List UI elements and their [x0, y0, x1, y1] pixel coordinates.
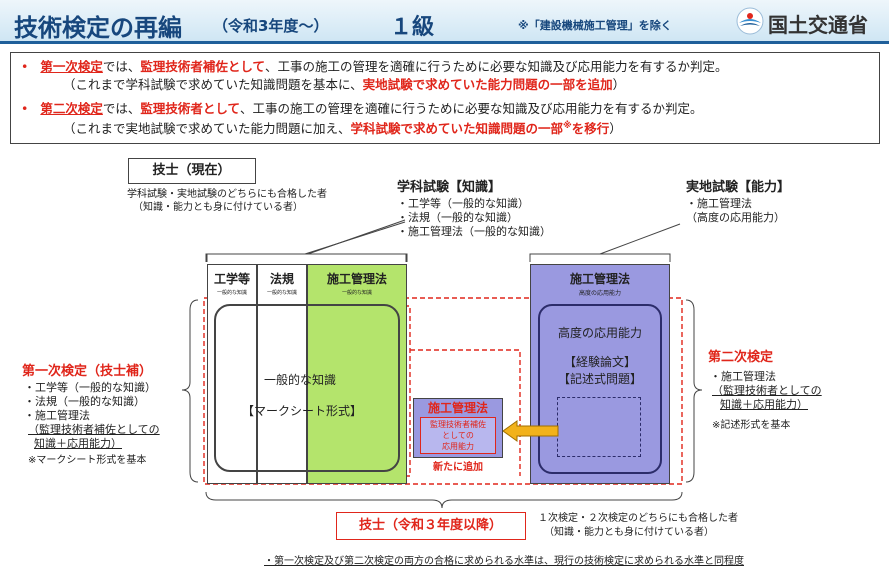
ministry-name: 国土交通省 — [768, 13, 868, 37]
ability-format-1: 【経験論文】 — [563, 355, 636, 369]
current-tech-label: 技士（現在） — [152, 163, 231, 178]
first-exam-item: ・施工管理法 — [24, 409, 90, 422]
new-sekou-inner: 監理技術者補佐 としての 応用能力 — [420, 417, 496, 454]
future-tech-desc-1: １次検定・２次検定のどちらにも合格した者 — [538, 513, 738, 524]
page-subtitle: （令和3年度～） — [213, 17, 329, 35]
current-tech-desc-2: （知識・能力とも身に付けている者） — [133, 202, 303, 213]
jicchi-item: ・施工管理法 — [686, 197, 752, 210]
second-exam-detail: （監理技術者としての — [712, 384, 822, 397]
gakka-title: 学科試験【知識】 — [397, 180, 502, 195]
gakka-item: ・法規（一般的な知識） — [397, 211, 518, 224]
newly-added-label: 新たに追加 — [433, 462, 483, 473]
ability-format-2: 【記述式問題】 — [557, 372, 642, 386]
jicchi-title: 実地試験【能力】 — [686, 180, 791, 195]
first-exam-item: ・法規（一般的な知識） — [24, 395, 145, 408]
second-exam-title: 第二次検定 — [708, 350, 774, 365]
bullet: • — [21, 59, 29, 74]
summary-line-4: （これまで実地試験で求めていた能力問題に加え、学科試験で求めていた知識問題の一部… — [63, 121, 622, 137]
second-exam-item: ・施工管理法 — [710, 370, 776, 383]
current-tech-box: 技士（現在） — [128, 158, 256, 184]
ability-panel — [538, 304, 662, 474]
second-exam-detail: 知識＋応用能力） — [720, 398, 808, 411]
future-tech-box: 技士（令和３年度以降） — [336, 512, 526, 540]
footnote: ・第一次検定及び第二次検定の両方の合格に求められる水準は、現行の技術検定に求めら… — [264, 556, 744, 567]
left-arrow-icon — [503, 420, 559, 442]
second-exam-note: ※記述形式を基本 — [712, 420, 791, 431]
new-sekou-box: 施工管理法 監理技術者補佐 としての 応用能力 — [413, 398, 503, 458]
new-sekou-title: 施工管理法 — [427, 401, 488, 415]
bullet: • — [21, 101, 29, 116]
knowledge-label: 一般的な知識 — [264, 373, 337, 387]
column-sekou-ability: 施工管理法 高度の応用能力 — [530, 264, 670, 484]
current-tech-desc-1: 学科試験・実地試験のどちらにも合格した者 — [127, 189, 327, 200]
summary-line-1: •第一次検定では、監理技術者補佐として、工事の施工の管理を適確に行うために必要な… — [21, 59, 728, 74]
knowledge-format: 【マークシート形式】 — [242, 404, 363, 418]
first-exam-detail: （監理技術者補佐としての — [28, 423, 160, 436]
summary-box: •第一次検定では、監理技術者補佐として、工事の施工の管理を適確に行うために必要な… — [10, 52, 880, 144]
knowledge-panel — [214, 304, 400, 472]
exclusion-note: ※「建設機械施工管理」を除く — [518, 19, 672, 32]
first-exam-item: ・工学等（一般的な知識） — [24, 381, 156, 394]
page-title: 技術検定の再編 — [14, 14, 182, 42]
summary-line-3: •第二次検定では、監理技術者として、工事の施工の管理を適確に行うために必要な知識… — [21, 101, 703, 116]
ministry-logo-icon — [736, 7, 764, 35]
summary-line-2: （これまで学科試験で求めていた知識問題を基本に、実地試験で求めていた能力問題の一… — [63, 77, 626, 92]
future-tech-label: 技士（令和３年度以降） — [358, 518, 502, 533]
moved-knowledge-slot — [557, 397, 641, 457]
grade-label: １級 — [390, 15, 435, 40]
first-exam-note: ※マークシート形式を基本 — [28, 455, 147, 466]
column-sekou-knowledge: 施工管理法 一般的な知識 — [307, 264, 407, 484]
gakka-item: ・工学等（一般的な知識） — [397, 197, 529, 210]
jicchi-item: （高度の応用能力） — [686, 211, 785, 224]
gakka-item: ・施工管理法（一般的な知識） — [397, 225, 551, 238]
column-houki: 法規 一般的な知識 — [257, 264, 307, 484]
first-exam-title: 第一次検定（技士補） — [22, 364, 153, 379]
future-tech-desc-2: （知識・能力とも身に付けている者） — [544, 527, 714, 538]
ability-label: 高度の応用能力 — [557, 326, 642, 340]
first-exam-detail: 知識＋応用能力） — [34, 437, 122, 450]
